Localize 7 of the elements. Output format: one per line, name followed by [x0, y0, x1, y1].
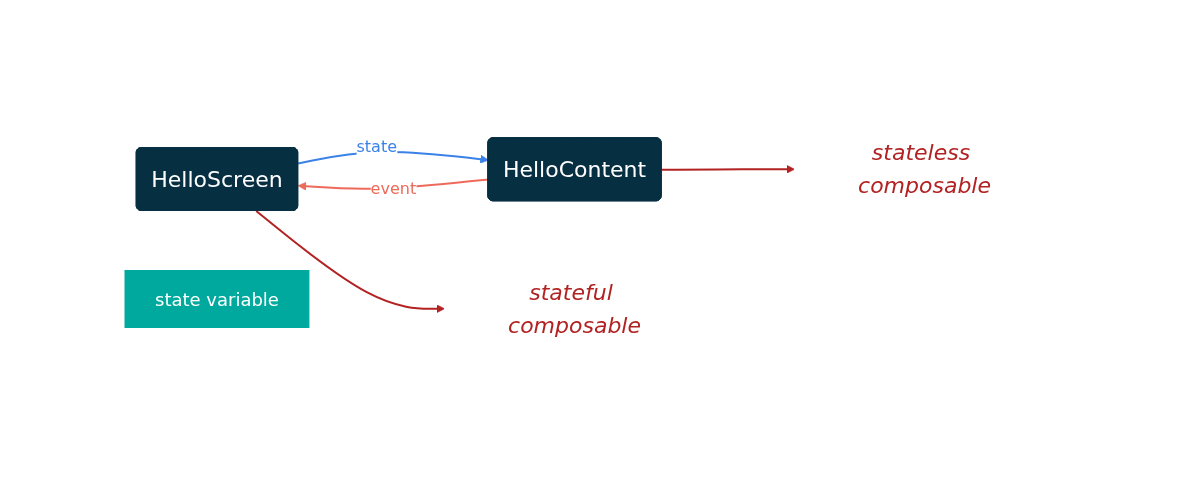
node-text: stateless composable [858, 140, 992, 199]
node-box: state variable [124, 270, 310, 328]
node-text: stateful composable [508, 279, 642, 338]
arrow [660, 164, 796, 174]
arrow [255, 210, 446, 314]
edge-label: state [356, 137, 398, 157]
edge-label: event [370, 179, 417, 199]
